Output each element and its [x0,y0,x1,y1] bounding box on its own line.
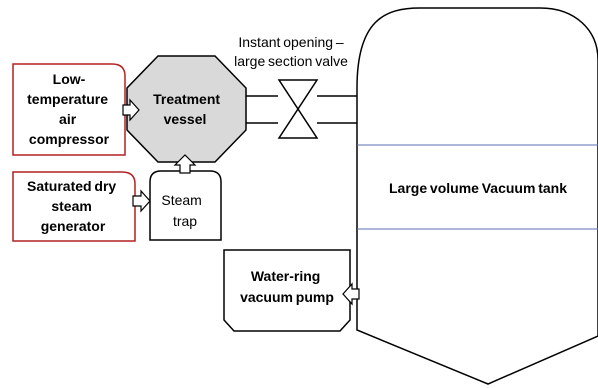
compressor-label-line-4: compressor [29,131,110,147]
compressor-label-line-2: temperature [27,91,111,107]
vacuum-tank: Large volume Vacuum tank [356,7,598,385]
steam-trap-label-line-2: trap [173,213,197,229]
air-compressor: Low- temperature air compressor [12,63,126,156]
steam-generator-label-line-2: steam [51,198,94,214]
treatment-vessel: Treatment vessel [126,55,247,163]
valve-label-line-2: large section valve [234,53,348,69]
steam-trap-label-line-1: Steam [161,192,204,208]
vacuum-tank-label: Large volume Vacuum tank [389,180,567,196]
water-ring-pump-label-line-1: Water-ring [251,268,323,284]
compressor-label-line-3: air [59,111,79,127]
valve-symbol [277,79,319,139]
pipes [243,95,357,124]
steam-trap-box [149,170,222,241]
treatment-vessel-shape [126,55,247,163]
steam-generator-label-line-1: Saturated dry [27,178,119,194]
trap-to-vessel-arrow [173,154,197,174]
vacuum-tank-outline [356,7,598,385]
water-ring-vacuum-pump: Water-ring vacuum pump [223,249,351,332]
water-ring-pump-label-line-2: vacuum pump [240,289,334,305]
tank-to-pump-arrow [342,282,360,306]
steam-generator-box [12,171,136,242]
steam-generator-label-line-3: generator [41,218,106,234]
treatment-vessel-label-line-2: vessel [164,111,207,127]
air-compressor-box [12,63,126,156]
instant-opening-valve: Instant opening – large section valve [234,34,348,139]
steam-generator: Saturated dry steam generator [12,171,136,242]
generator-to-trap-arrow [132,189,151,213]
treatment-vessel-label-line-1: Treatment [153,91,223,107]
compressor-to-vessel-arrow [122,98,140,122]
water-ring-pump-box [223,249,351,332]
valve-label-line-1: Instant opening – [238,34,343,50]
steam-trap: Steam trap [149,170,222,241]
compressor-label-line-1: Low- [53,71,86,87]
